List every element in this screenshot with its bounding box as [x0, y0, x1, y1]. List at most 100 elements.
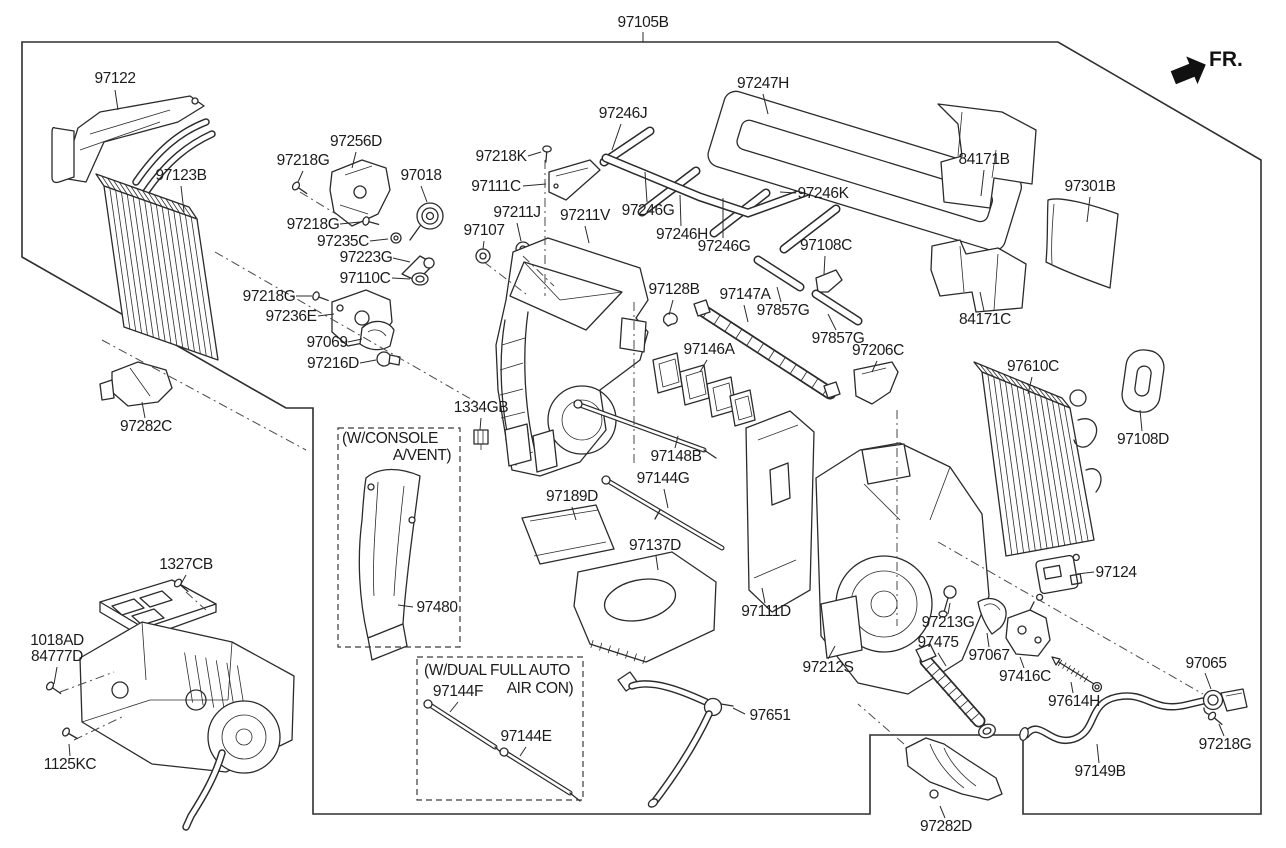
leader-line-97301b: [1086, 196, 1091, 223]
leader-line-97137d: [655, 555, 659, 571]
leader-line-97111c: [522, 183, 547, 187]
sketch-drain-hose-97475: [915, 643, 996, 739]
part-label-97108c: 97108C: [800, 237, 852, 254]
leader-line-97246k: [779, 191, 797, 194]
sketch-cowl-97282D: [905, 737, 1003, 801]
leader-line-84171c: [979, 291, 985, 312]
leader-line-97111d: [761, 587, 766, 604]
leader-line-97256d: [351, 151, 357, 169]
part-label-97651: 97651: [749, 707, 790, 724]
leader-line-97206c: [871, 360, 878, 373]
screw-icon: [542, 145, 552, 163]
sketch-console-duct-97480: [358, 468, 421, 661]
sketch-bracket-97206C: [853, 361, 899, 405]
leader-line-97018: [420, 185, 428, 203]
part-label-97218g: 97218G: [243, 288, 296, 305]
sketch-heater-core-97610C: [973, 361, 1102, 557]
part-label-97206c: 97206C: [852, 342, 904, 359]
sketch-rod-97148B: [573, 399, 717, 459]
part-label-97110c: 97110C: [340, 270, 391, 287]
part-label-97480: 97480: [416, 599, 458, 616]
part-label-97065: 97065: [1185, 655, 1226, 672]
leader-line-97144e: [519, 746, 527, 757]
leader-line-97110c: [391, 277, 411, 280]
part-label-97018: 97018: [400, 167, 441, 184]
callout-box-console-vent: [337, 427, 461, 648]
sketch-pipe-bracket-97122: [51, 95, 205, 184]
leader-line-84171b: [980, 169, 985, 197]
leader-line-84777d: [53, 666, 58, 685]
leader-line-97189d: [571, 506, 577, 521]
leader-line-97235c: [369, 238, 389, 242]
part-label-97246g: 97246G: [622, 202, 675, 219]
part-label-97111c: 97111C: [471, 178, 521, 195]
sketch-rod-97144F: [423, 699, 506, 757]
leader-line-97857g: [776, 286, 782, 303]
sketch-elbow-97069: [359, 320, 395, 351]
part-label-97282c: 97282C: [120, 418, 172, 435]
part-label-97146a: 97146A: [683, 341, 735, 358]
part-label-97149b: 97149B: [1074, 763, 1125, 780]
sketch-hvac-assembly: [79, 579, 295, 831]
sketch-cylinder-97110C: [411, 272, 429, 286]
part-label-1125kc: 1125KC: [44, 756, 97, 773]
callout-console-vent-line2: A/VENT): [393, 447, 452, 464]
screw-icon: [45, 681, 62, 695]
sketch-cam-97018: [409, 202, 444, 241]
leader-line-97218g: [297, 170, 304, 183]
part-label-97246g: 97246G: [698, 238, 751, 255]
leader-line-97108c: [823, 255, 826, 275]
sketch-lower-case-97137D: [573, 551, 717, 664]
part-label-84171b: 84171B: [958, 151, 1009, 168]
leader-line-97416c: [1019, 656, 1025, 669]
leader-line-97211v: [584, 225, 590, 244]
leader-line-97246h: [679, 194, 682, 227]
part-label-97189d: 97189D: [546, 488, 598, 505]
sketch-bolt-97614H: [1051, 656, 1103, 693]
sketch-arm-97067: [977, 597, 1007, 635]
leader-line-97123b: [180, 185, 185, 213]
sketch-pad-84171C: [930, 239, 1027, 313]
screw-icon: [291, 181, 308, 195]
part-label-97148b: 97148B: [650, 448, 701, 465]
sketch-pad-97301B: [1045, 198, 1119, 289]
sketch-grommet-97235C: [390, 232, 402, 244]
sketch-grommet-97108D: [1121, 349, 1165, 413]
screw-icon: [62, 727, 78, 740]
part-label-97475: 97475: [917, 634, 958, 651]
part-label-97218k: 97218K: [475, 148, 527, 165]
leader-line-97246g: [644, 171, 648, 203]
part-label-97211j: 97211J: [493, 204, 540, 221]
front-direction-arrow-icon: [1170, 56, 1206, 85]
callout-console-vent-line1: (W/CONSOLE: [342, 430, 438, 447]
part-label-97069: 97069: [306, 334, 347, 351]
callout-dual-full-auto-line1: (W/DUAL FULL AUTO: [424, 662, 570, 679]
leader-line-97475: [937, 652, 947, 667]
sketch-rod-97144E: [499, 747, 581, 802]
leader-line-97147a: [743, 304, 749, 323]
leader-line-97107: [482, 240, 485, 250]
part-label-97246h: 97246H: [656, 226, 708, 243]
part-label-97223g: 97223G: [340, 249, 393, 266]
part-label-97218g: 97218G: [287, 216, 340, 233]
screw-icon: [312, 291, 329, 302]
leader-line-97128b: [668, 299, 674, 316]
leader-line-1334gb: [479, 417, 482, 431]
part-label-97123b: 97123B: [155, 167, 206, 184]
leader-line-97146a: [699, 359, 708, 373]
leader-line-97069: [347, 338, 363, 343]
part-label-97212s: 97212S: [802, 659, 853, 676]
part-label-84777d: 84777D: [31, 648, 83, 665]
sketch-clip-97128B: [662, 312, 678, 327]
callout-dual-full-auto-line2: AIR CON): [507, 680, 574, 697]
leader-line-97216d: [359, 359, 377, 364]
part-label-1327cb: 1327CB: [159, 556, 213, 573]
part-label-97213g: 97213G: [922, 614, 975, 631]
leader-line-97610c: [1027, 376, 1033, 395]
part-label-97857g: 97857G: [757, 302, 810, 319]
leader-line-97218g: [1218, 723, 1225, 737]
sketch-fitting-97065: [1202, 688, 1248, 715]
leader-line-97282c: [141, 401, 146, 419]
part-label-97218g: 97218G: [277, 152, 330, 169]
leader-line-97218g: [339, 221, 361, 225]
